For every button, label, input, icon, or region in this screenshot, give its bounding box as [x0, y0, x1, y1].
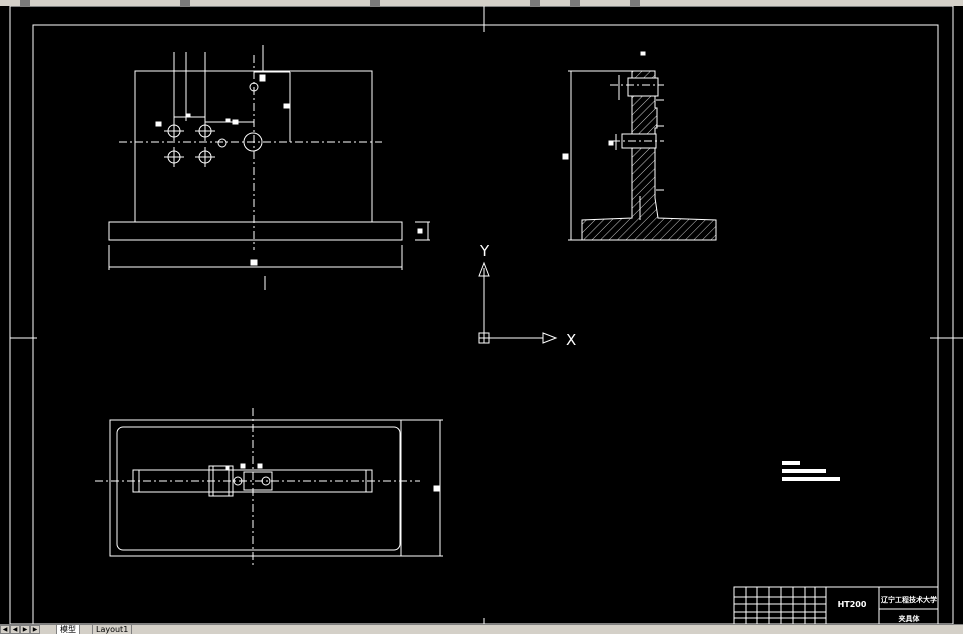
material-label: HT200	[838, 600, 867, 609]
tab-layout1[interactable]: Layout1	[92, 625, 133, 634]
drawing-frame	[9, 5, 963, 625]
school-name: 辽宁工程技术大学	[881, 595, 937, 604]
toolbar-strip	[0, 0, 963, 6]
tab-model[interactable]: 模型	[56, 625, 80, 634]
toolbar-icon[interactable]	[370, 0, 380, 6]
technical-notes	[782, 461, 840, 481]
toolbar-icon[interactable]	[530, 0, 540, 6]
toolbar-icon[interactable]	[570, 0, 580, 6]
drawing-canvas[interactable]: Y X HT200 辽宁工程技术大学 夹具体	[0, 5, 963, 625]
ucs-icon	[478, 261, 558, 344]
front-view	[108, 45, 430, 290]
top-view	[95, 408, 443, 565]
ucs-y-label: Y	[479, 242, 490, 260]
cad-drawing[interactable]: Y X HT200 辽宁工程技术大学 夹具体	[0, 5, 963, 625]
ucs-x-label: X	[566, 331, 576, 349]
toolbar-icon[interactable]	[20, 0, 30, 6]
drawing-name: 夹具体	[899, 614, 921, 623]
toolbar-icon[interactable]	[180, 0, 190, 6]
section-view	[562, 51, 717, 241]
toolbar-icon[interactable]	[630, 0, 640, 6]
